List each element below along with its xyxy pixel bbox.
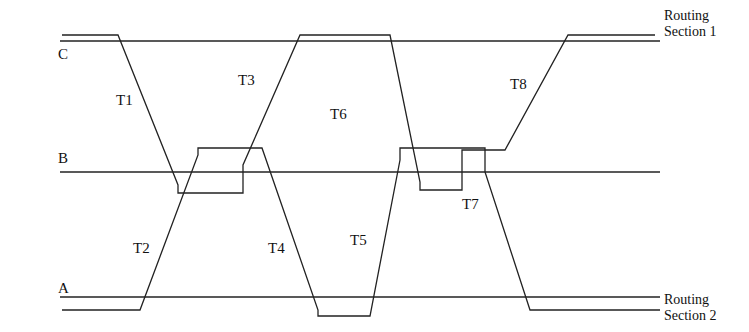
transition-label: T7 <box>462 196 479 213</box>
transition-label: T3 <box>238 72 255 89</box>
transition-label: T2 <box>133 240 150 257</box>
train-trace <box>62 148 660 316</box>
level-name: A <box>58 280 69 297</box>
transition-label: T1 <box>116 92 133 109</box>
level-line <box>60 296 660 297</box>
section-label: Routing Section 1 <box>664 8 744 40</box>
section-label: Routing Section 2 <box>664 292 744 324</box>
transition-label: T5 <box>350 232 367 249</box>
transition-label: T8 <box>510 76 527 93</box>
transition-label: T6 <box>330 106 347 123</box>
level-name: B <box>58 150 68 167</box>
level-line <box>60 40 660 41</box>
level-name: C <box>58 46 68 63</box>
level-line <box>60 171 660 172</box>
train-trace <box>62 35 655 193</box>
transition-label: T4 <box>268 240 285 257</box>
